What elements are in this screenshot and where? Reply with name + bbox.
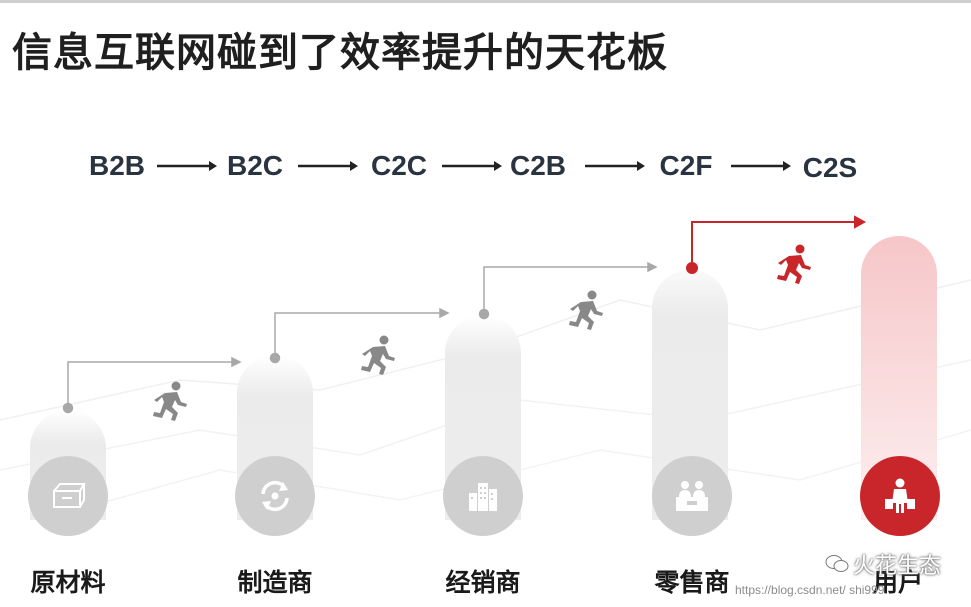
stage-arrow-5 <box>731 161 791 171</box>
stage-label-c2b: C2B <box>509 150 567 181</box>
shopper-icon <box>885 478 915 513</box>
node-circle-retailer <box>652 456 732 536</box>
node-label-manufacturer: 制造商 <box>237 568 313 597</box>
stage-label-c2f: C2F <box>659 150 713 181</box>
node-circle-raw-materials <box>28 456 108 536</box>
counter-icon <box>676 481 708 511</box>
runner-icon-accent <box>777 244 811 284</box>
node-label-raw-materials: 原材料 <box>30 568 106 597</box>
recycle-icon <box>261 480 289 512</box>
node-label-distributor: 经销商 <box>445 568 521 597</box>
runner-icon <box>361 335 395 375</box>
wechat-icon <box>825 555 849 572</box>
stage-arrow-3 <box>442 161 502 171</box>
box-icon <box>53 483 86 508</box>
stage-arrow-2 <box>298 161 358 171</box>
page-title: 信息互联网碰到了效率提升的天花板 <box>12 30 668 76</box>
stage-arrow-4 <box>585 161 645 171</box>
stage-arrow-1 <box>157 161 217 171</box>
stage-label-b2c: B2C <box>226 150 284 181</box>
stage-label-b2b: B2B <box>88 150 146 181</box>
node-circle-manufacturer <box>235 456 315 536</box>
node-label-user: 用户 <box>872 568 924 597</box>
source-url: https://blog.csdn.net/ shi999 <box>735 583 885 597</box>
watermark-text: 火花生态 <box>852 554 941 579</box>
watermark: 火花生态 <box>825 548 941 580</box>
runner-icon <box>153 381 187 421</box>
buildings-icon <box>469 483 497 511</box>
stage-label-c2c: C2C <box>370 150 428 181</box>
top-border <box>0 0 971 3</box>
node-circle-distributor <box>443 456 523 536</box>
node-circle-user <box>860 456 940 536</box>
runner-icon <box>569 290 603 330</box>
stage-label-c2s: C2S <box>802 152 858 183</box>
node-label-retailer: 零售商 <box>654 568 730 597</box>
